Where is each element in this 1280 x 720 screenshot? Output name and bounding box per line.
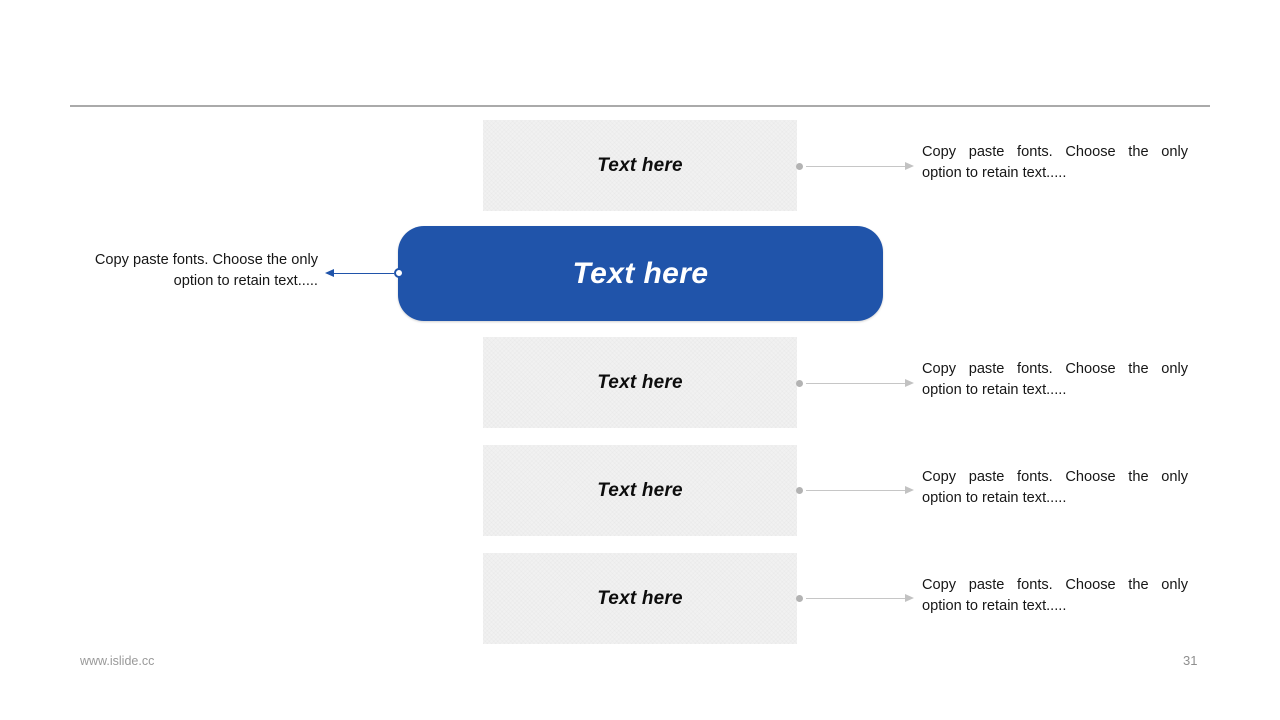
text-box-4: Text here [483,553,797,644]
connector-dot-icon [796,594,803,602]
highlight-text-box-label: Text here [572,256,709,290]
annotation-4: Copy paste fonts. Choose the only option… [922,577,1188,614]
connector-line [806,597,905,599]
text-box-3-label: Text here [597,479,683,501]
text-box-1: Text here [483,120,797,211]
text-box-2: Text here [483,337,797,428]
connector-3 [796,484,914,496]
connector-line [806,489,905,491]
connector-1 [796,160,914,172]
connector-dot-icon [796,379,803,387]
connector-dot-icon [796,486,803,494]
connector-line [334,272,394,274]
connector-2 [796,377,914,389]
highlight-text-box: Text here [398,226,883,321]
annotation-2: Copy paste fonts. Choose the only option… [922,361,1188,398]
annotation-1: Copy paste fonts. Choose the only option… [922,144,1188,181]
connector-dot-icon [796,162,803,170]
arrow-right-icon [905,486,914,494]
arrow-right-icon [905,162,914,170]
text-box-1-label: Text here [597,154,683,176]
connector-4 [796,592,914,604]
arrow-right-icon [905,594,914,602]
annotation-3: Copy paste fonts. Choose the only option… [922,469,1188,506]
connector-line [806,382,905,384]
annotation-main: Copy paste fonts. Choose the only option… [94,252,318,289]
text-box-2-label: Text here [597,371,683,393]
text-box-3: Text here [483,445,797,536]
header-divider-line [70,105,1210,107]
footer-website: www.islide.cc [80,654,155,668]
connector-line [806,165,905,167]
page-number: 31 [1183,653,1198,668]
connector-ring-icon [394,268,404,278]
connector-main [325,267,404,279]
arrow-right-icon [905,379,914,387]
arrow-left-icon [325,269,334,277]
text-box-4-label: Text here [597,587,683,609]
